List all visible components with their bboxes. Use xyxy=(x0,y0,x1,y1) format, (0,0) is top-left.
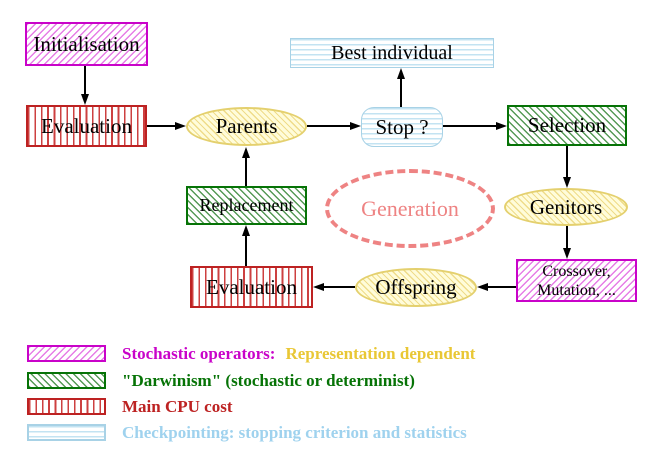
legend-swatch-checkpointing xyxy=(27,424,106,441)
legend-item-stochastic-operators: Stochastic operators: Representation depe… xyxy=(122,344,475,364)
node-selection: Selection xyxy=(507,105,627,146)
legend-label-representation: Representation dependent xyxy=(285,344,476,363)
legend-item-cpu-cost: Main CPU cost xyxy=(122,397,233,416)
node-best-individual: Best individual xyxy=(290,38,494,68)
legend-swatch-stochastic-operators xyxy=(27,345,106,362)
node-stop: Stop ? xyxy=(361,107,443,147)
node-initialisation: Initialisation xyxy=(25,22,148,66)
legend-item-checkpointing: Checkpointing: stopping criterion and st… xyxy=(122,423,467,442)
node-generation: Generation xyxy=(325,169,495,248)
node-parents: Parents xyxy=(186,107,307,146)
node-replacement: Replacement xyxy=(186,186,307,225)
node-evaluation-top: Evaluation xyxy=(26,105,147,147)
node-crossover-mutation: Crossover, Mutation, ... xyxy=(516,259,637,302)
legend-swatch-darwinism xyxy=(27,372,106,389)
node-genitors: Genitors xyxy=(504,188,628,226)
legend-swatch-cpu-cost xyxy=(27,398,106,415)
legend-label-stochastic: Stochastic operators: xyxy=(122,344,276,363)
crossover-label-line2: Mutation, ... xyxy=(537,281,616,299)
crossover-label-line1: Crossover, xyxy=(542,262,611,280)
node-offspring: Offspring xyxy=(355,268,477,307)
legend-item-darwinism: "Darwinism" (stochastic or determinist) xyxy=(122,371,415,390)
node-evaluation-bottom: Evaluation xyxy=(190,266,313,308)
